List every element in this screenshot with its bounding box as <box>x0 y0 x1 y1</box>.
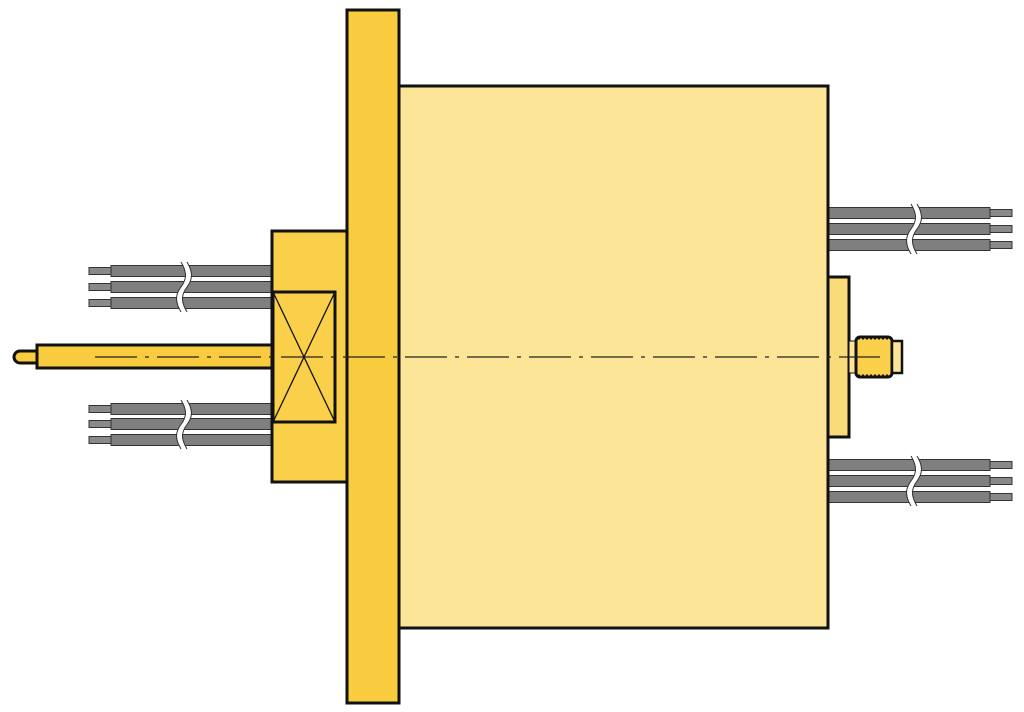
break-line <box>176 261 186 313</box>
wire-tip <box>88 283 112 291</box>
wire-tip <box>989 493 1013 501</box>
wire <box>110 297 275 309</box>
break-mark <box>907 454 921 508</box>
break-line <box>182 399 192 450</box>
break-line <box>906 203 916 255</box>
wire-tip <box>989 477 1013 485</box>
break-line <box>176 399 186 450</box>
wire-tip <box>989 209 1013 217</box>
wire <box>110 434 275 446</box>
wire-tip <box>88 420 112 428</box>
wire <box>825 459 991 471</box>
break-mark <box>907 202 921 256</box>
wire <box>825 475 991 487</box>
wire <box>825 207 991 219</box>
wire-tip <box>989 241 1013 249</box>
break-mark <box>177 260 191 314</box>
wire-tip <box>88 405 112 413</box>
wire-tip <box>989 461 1013 469</box>
break-line <box>906 455 916 507</box>
wire-tip <box>88 436 112 444</box>
wire <box>110 281 275 293</box>
wire <box>825 223 991 235</box>
wire-tip <box>88 267 112 275</box>
wire-tip <box>989 225 1013 233</box>
wire <box>110 418 275 430</box>
wire-tip <box>88 299 112 307</box>
break-line <box>912 455 922 507</box>
break-mark <box>177 398 191 451</box>
break-line <box>182 261 192 313</box>
wire <box>110 403 275 415</box>
break-line <box>912 203 922 255</box>
wire <box>110 265 275 277</box>
